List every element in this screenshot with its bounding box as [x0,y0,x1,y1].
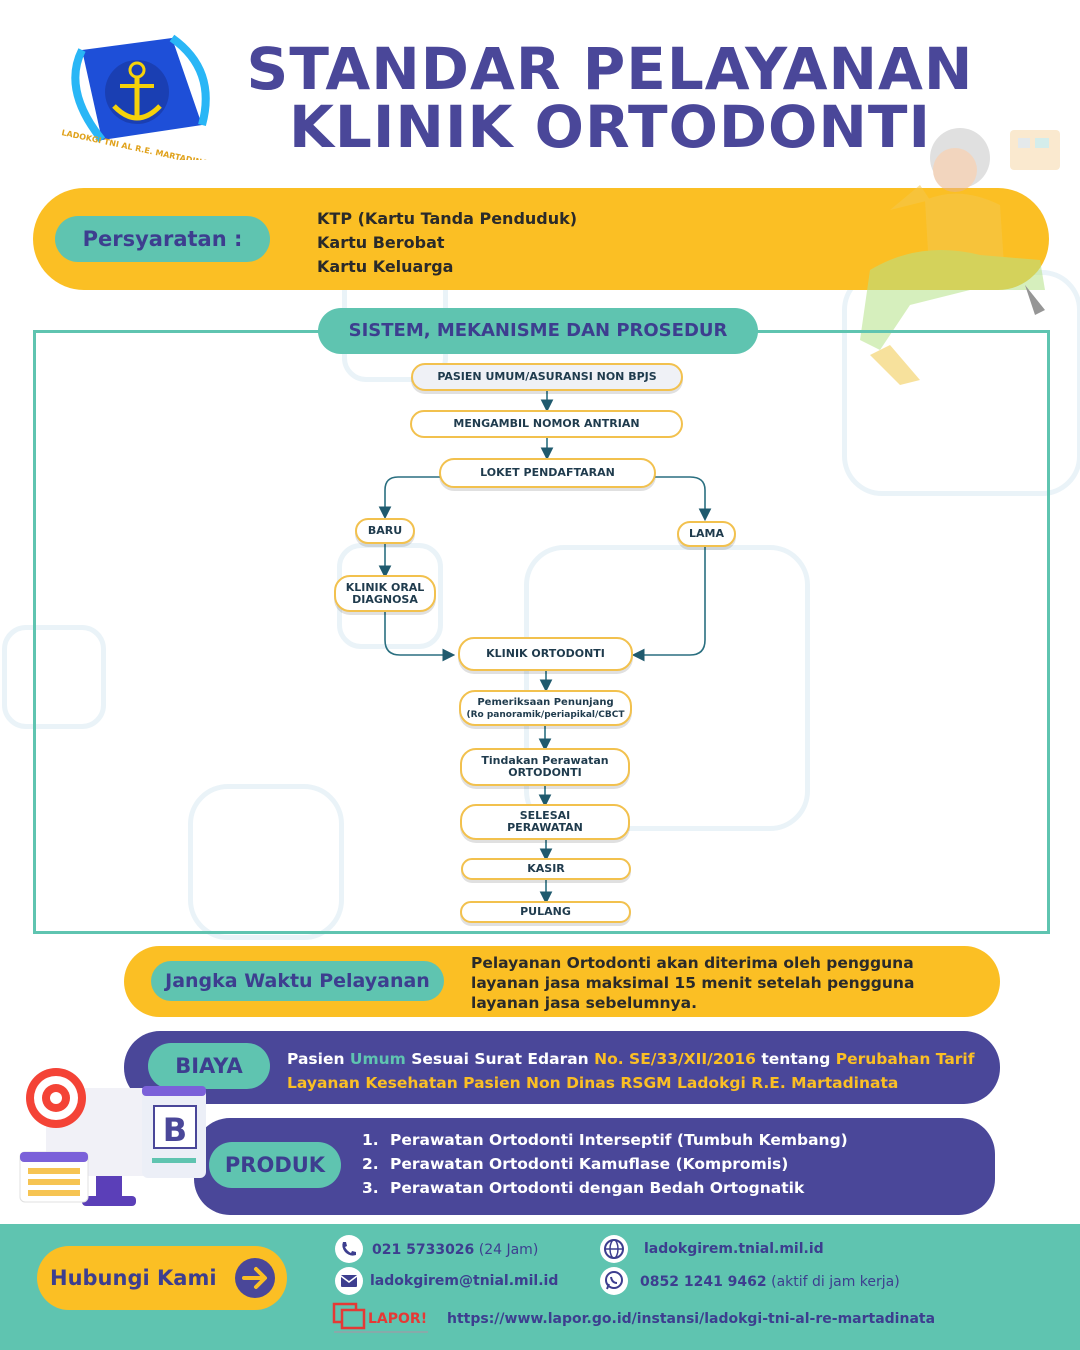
whatsapp-text: 0852 1241 9462 (aktif di jam kerja) [640,1273,900,1291]
product-text: Perawatan Ortodonti dengan Bedah Ortogna… [390,1179,805,1197]
background-decoration [2,625,106,729]
done-line1: SELESAI [519,809,571,822]
flow-node-home: PULANG [460,901,631,923]
treat-line1: Tindakan Perawatan [481,754,609,767]
requirement-item: Kartu Keluarga [317,257,454,276]
cost-label: BIAYA [148,1043,270,1089]
exam-line2: (Ro panoramik/periapikal/CBCT [466,709,625,720]
ladokgi-logo: LADOKGI TNI AL R.E. MARTADINATA [52,30,222,170]
phone-icon [334,1234,364,1264]
cost-text: Pasien Umum Sesuai Surat Edaran No. SE/3… [287,1047,987,1095]
exam-line1: Pemeriksaan Penunjang [477,696,614,708]
lapor-url[interactable]: https://www.lapor.go.id/instansi/ladokgi… [447,1311,936,1327]
title-line1: STANDAR PELAYANAN [246,35,974,103]
products-list: 1. Perawatan Ortodonti Interseptif (Tumbu… [362,1128,848,1200]
flow-node-registration: LOKET PENDAFTARAN [439,458,656,488]
whatsapp-note: (aktif di jam kerja) [766,1274,900,1290]
cost-bar [124,1031,1000,1104]
title-line2: KLINIK ORTODONTI [288,93,932,161]
whatsapp-icon [599,1266,629,1296]
product-item: 3. Perawatan Ortodonti dengan Bedah Ortog… [362,1176,848,1200]
requirement-item: KTP (Kartu Tanda Penduduk) [317,209,578,228]
email-icon [334,1266,364,1296]
done-line2: PERAWATAN [507,821,583,834]
flow-node-new: BARU [355,518,415,544]
whatsapp-number: 0852 1241 9462 [640,1274,767,1290]
product-item: 2. Perawatan Ortodonti Kamuflase (Komprom… [362,1152,848,1176]
flow-node-exam: Pemeriksaan Penunjang(Ro panoramik/peria… [459,690,632,726]
computer-illustration: B [18,1066,214,1216]
product-num: 3. [362,1179,379,1197]
requirements-label: Persyaratan : [55,216,270,262]
page-title: STANDAR PELAYANAN KLINIK ORTODONTI [230,40,990,156]
flow-node-ortho: KLINIK ORTODONTI [458,637,633,671]
service-time-text: Pelayanan Ortodonti akan diterima oleh p… [471,954,915,1012]
person-illustration [830,90,1080,390]
flow-node-queue: MENGAMBIL NOMOR ANTRIAN [410,410,683,438]
service-time-label: Jangka Waktu Pelayanan [151,961,444,1001]
globe-icon [599,1234,629,1264]
cost-t1: Pasien [287,1050,350,1068]
requirement-item: Kartu Berobat [317,233,445,252]
contact-button-label: Hubungi Kami [50,1266,217,1290]
email-text[interactable]: ladokgirem@tnial.mil.id [370,1273,559,1289]
phone-note: (24 Jam) [474,1242,539,1258]
flow-node-cashier: KASIR [461,858,631,880]
lapor-brand: LAPOR! [368,1311,427,1327]
cost-t6: Perubahan Tarif Layanan Kesehatan Pasien… [287,1050,975,1092]
product-text: Perawatan Ortodonti Kamuflase (Kompromis… [390,1155,789,1173]
badge-letter: B [163,1111,187,1149]
oral-line1: KLINIK ORAL [345,580,425,594]
treat-line2: ORTODONTI [508,766,582,779]
product-item: 1. Perawatan Ortodonti Interseptif (Tumbu… [362,1128,848,1152]
flow-node-old: LAMA [677,521,736,547]
cost-t3: Sesuai Surat Edaran [405,1050,595,1068]
phone-text: 021 5733026 (24 Jam) [372,1241,538,1259]
products-label: PRODUK [209,1142,341,1188]
flow-node-patient: PASIEN UMUM/ASURANSI NON BPJS [411,363,683,391]
background-decoration [188,784,344,940]
cost-t4: No. SE/33/XII/2016 [594,1050,756,1068]
cost-t5: tentang [755,1050,836,1068]
phone-number: 021 5733026 [372,1242,475,1258]
product-num: 1. [362,1131,379,1149]
requirements-list: KTP (Kartu Tanda Penduduk) Kartu Berobat… [317,207,577,279]
product-text: Perawatan Ortodonti Interseptif (Tumbuh … [390,1131,848,1149]
website-text[interactable]: ladokgirem.tnial.mil.id [644,1241,824,1257]
lapor-logo: LAPOR! [332,1302,432,1336]
cost-t2: Umum [349,1050,406,1068]
flow-title: SISTEM, MEKANISME DAN PROSEDUR [318,308,758,354]
product-num: 2. [362,1155,379,1173]
oral-line2: DIAGNOSA [352,592,418,606]
arrow-right-icon [234,1257,276,1299]
